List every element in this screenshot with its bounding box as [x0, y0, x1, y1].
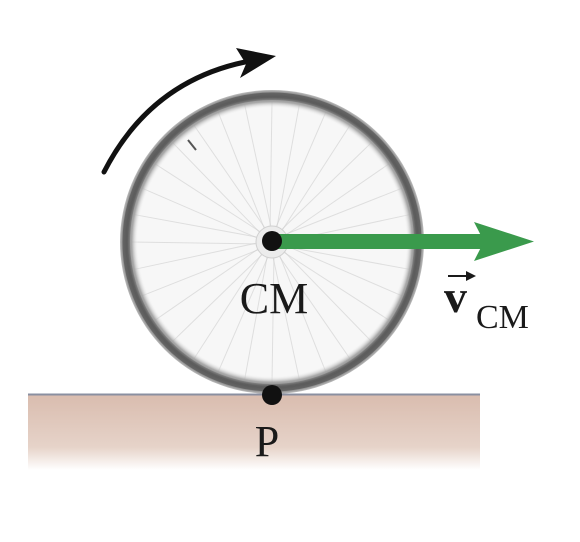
center-of-mass-dot [262, 231, 282, 251]
velocity-symbol: v [444, 271, 467, 322]
vector-arrow-icon [448, 271, 476, 281]
center-of-mass-label: CM [240, 274, 308, 323]
velocity-label: v CM [444, 271, 529, 336]
velocity-arrow-icon [272, 222, 534, 261]
ground [28, 393, 480, 470]
velocity-subscript: CM [476, 299, 529, 336]
contact-point-label: P [255, 417, 279, 466]
contact-point-dot [262, 385, 282, 405]
curved-arrow-clockwise-icon [101, 48, 276, 175]
